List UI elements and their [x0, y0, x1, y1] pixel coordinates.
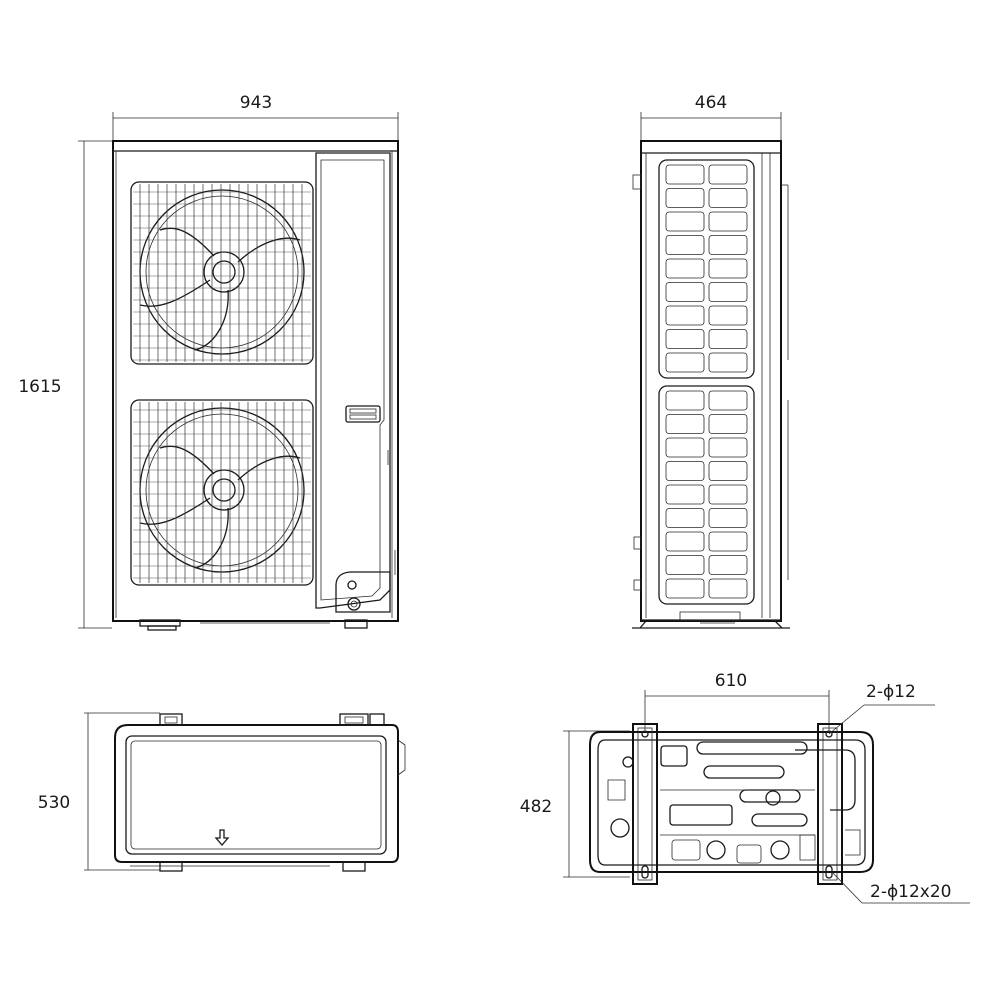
dimension-front-width: 943 [112, 93, 399, 140]
dimension-top-depth: 530 [38, 712, 160, 871]
dim-front-height-label: 1615 [18, 377, 61, 397]
callout-slot-label: 2-ϕ12x20 [870, 882, 952, 902]
callout-round-holes: 2-ϕ12 [828, 682, 935, 735]
front-cabinet-outline [112, 140, 399, 622]
side-base [632, 611, 790, 629]
top-view: 530 [38, 712, 406, 872]
base-view: 610 482 [520, 671, 970, 904]
dim-top-depth-label: 530 [38, 793, 70, 813]
dim-side-depth-label: 464 [695, 93, 727, 113]
service-panel [315, 152, 396, 613]
dim-base-depth-label: 482 [520, 797, 552, 817]
side-grille-cells [665, 164, 748, 599]
dimension-base-span: 610 [644, 671, 830, 730]
handle-icon [345, 405, 381, 423]
dim-front-width-label: 943 [240, 93, 272, 113]
callout-round-label: 2-ϕ12 [866, 682, 916, 702]
grill-bars [133, 184, 311, 583]
left-mounting-rail [632, 723, 658, 885]
dimension-front-height: 1615 [18, 140, 112, 629]
callout-slot-holes: 2-ϕ12x20 [831, 871, 970, 904]
dim-base-span-label: 610 [715, 671, 747, 691]
front-view: 943 1615 [18, 93, 399, 631]
round-hole-icon [825, 730, 833, 738]
top-outline [114, 724, 399, 863]
side-view: 464 [632, 93, 790, 629]
arrow-down-icon [214, 829, 230, 846]
front-feet [139, 619, 368, 631]
dimension-base-depth: 482 [520, 730, 630, 878]
base-outline [589, 731, 874, 873]
dimension-side-depth: 464 [640, 93, 782, 140]
side-cabinet-outline [640, 140, 782, 622]
right-mounting-rail [817, 723, 843, 885]
